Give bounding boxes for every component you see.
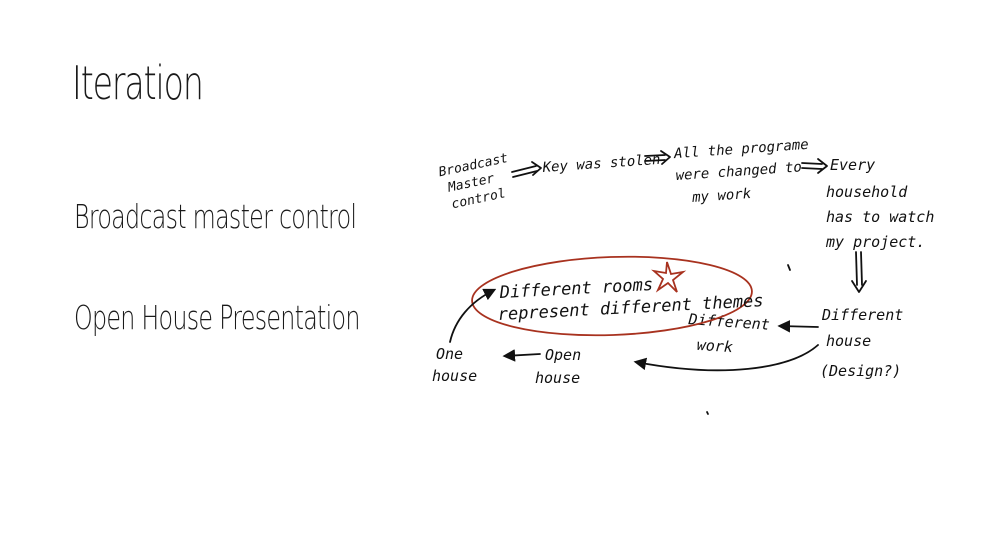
node-work-line-1: Different [687, 310, 770, 334]
node-house-line-3: (Design?) [820, 362, 901, 380]
node-programme-line-2: were changed to [675, 159, 802, 184]
slide-title: Iteration [72, 56, 204, 110]
node-every-household: Every household has to watch my project. [825, 156, 934, 251]
node-household-line-2: household [826, 183, 908, 201]
arrow-one-to-rooms [449, 288, 497, 343]
arrow-key-to-programme [644, 150, 671, 165]
arrow-house-to-work [777, 319, 819, 333]
node-household-line-1: Every [830, 156, 875, 174]
arrow-open-to-one [502, 349, 541, 362]
arrow-house-to-open-house [633, 344, 819, 372]
bullet-broadcast-master-control: Broadcast master control [74, 197, 357, 236]
node-house-line-2: house [826, 332, 871, 350]
node-one-line-1: One [436, 345, 463, 363]
node-house-line-1: Different [821, 306, 903, 324]
node-broadcast-master-control: Broadcast Master control [437, 151, 509, 212]
node-key-stolen: Key was stolen [541, 152, 661, 176]
node-different-house: Different house (Design?) [820, 306, 903, 380]
node-household-line-4: my project. [825, 233, 925, 251]
node-programme-line-1: All the programe [673, 137, 810, 162]
highlight-star-icon [651, 261, 687, 293]
node-household-line-3: has to watch [826, 208, 934, 226]
node-programme-line-3: my work [691, 186, 753, 206]
arrow-broadcast-to-key [511, 161, 542, 178]
node-open-line-2: house [535, 369, 580, 387]
stray-dot [706, 411, 709, 415]
node-open-line-1: Open [545, 346, 581, 364]
node-one-house: One house [432, 345, 477, 385]
stray-mark [787, 264, 791, 271]
node-work-line-2: work [696, 336, 733, 356]
node-different-work: Different work [687, 310, 770, 356]
bullet-open-house-presentation: Open House Presentation [74, 298, 360, 337]
node-programme: All the programe were changed to my work [673, 137, 810, 206]
node-open-house: Open house [535, 346, 581, 387]
arrow-household-to-house [851, 251, 867, 293]
highlight-ellipse [471, 255, 753, 337]
node-one-line-2: house [432, 367, 477, 385]
arrow-programme-to-household [801, 158, 828, 174]
